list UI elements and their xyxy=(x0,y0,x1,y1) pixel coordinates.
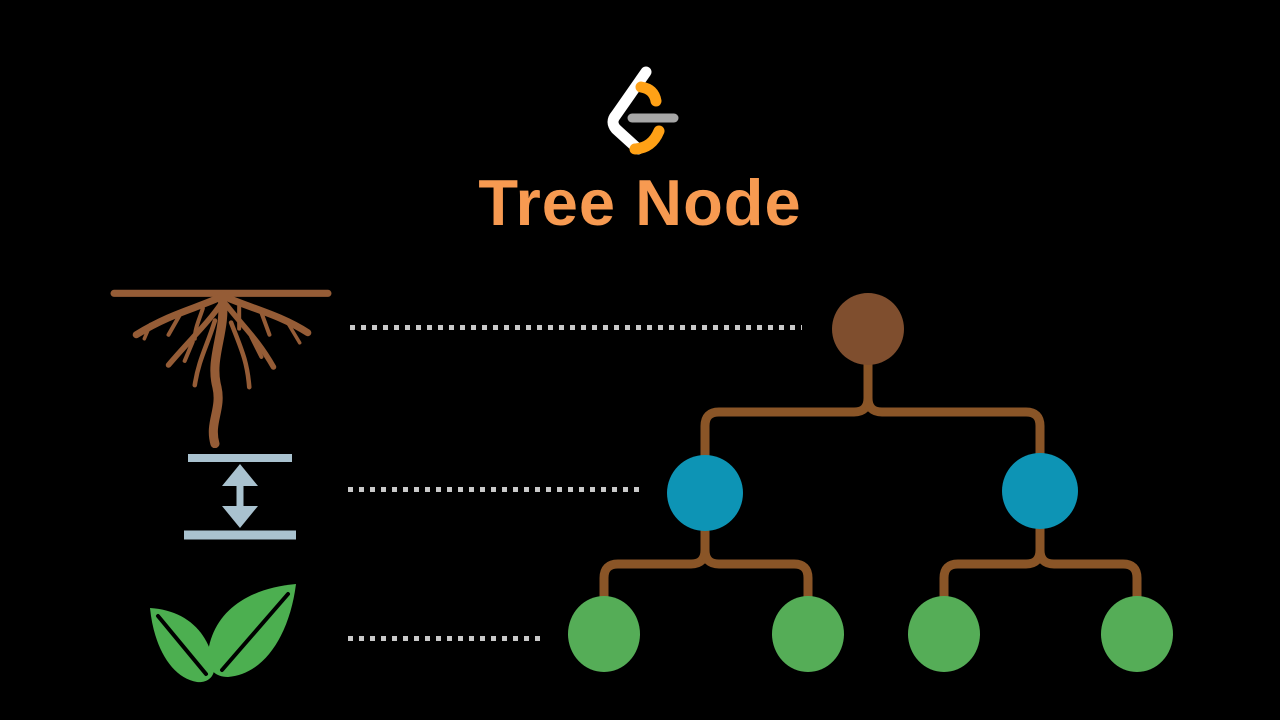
leetcode-logo-orange-top xyxy=(635,81,662,107)
tree-leaf-node-4 xyxy=(1101,596,1173,672)
tree-diagram xyxy=(568,293,1173,672)
dotted-line-leaf xyxy=(348,636,544,641)
tree-internal-node-left xyxy=(667,455,743,531)
dotted-line-root xyxy=(350,325,802,330)
tree-leaf-node-1 xyxy=(568,596,640,672)
tree-branches xyxy=(599,353,1142,603)
leetcode-logo-orange-bottom xyxy=(629,125,665,155)
leaf-icon xyxy=(150,584,296,683)
tree-roots-strokes xyxy=(110,289,332,448)
leetcode-logo xyxy=(607,66,679,155)
dotted-line-height xyxy=(348,487,640,492)
page-title: Tree Node xyxy=(478,166,802,239)
height-icon-arrowheads xyxy=(222,464,258,528)
tree-roots-icon xyxy=(110,289,332,448)
tree-leaf-node-2 xyxy=(772,596,844,672)
leaf-veins xyxy=(156,592,290,676)
tree-internal-node-right xyxy=(1002,453,1078,529)
tree-root-node xyxy=(832,293,904,365)
leetcode-logo-white-stroke xyxy=(607,66,652,155)
height-double-arrow-icon xyxy=(184,454,296,540)
tree-leaf-node-3 xyxy=(908,596,980,672)
